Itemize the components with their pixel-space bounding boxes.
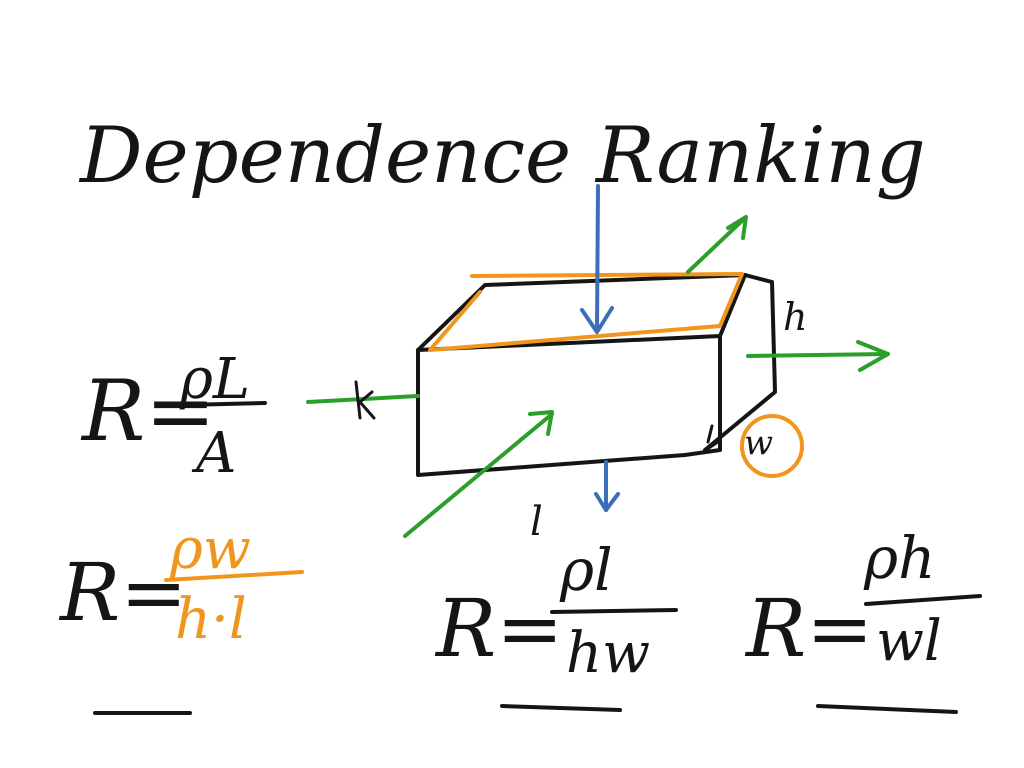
resistor-block (416, 273, 777, 477)
formula-option1-bar (164, 570, 304, 582)
current-arrow-vertical (580, 184, 620, 512)
formula-option3-numerator: ρh (863, 524, 935, 592)
formula-option1: R= ρw h·l (58, 517, 304, 715)
formula-option2: R= ρl hw (434, 536, 678, 712)
block-right-face (703, 273, 777, 452)
formula-option1-numerator: ρw (169, 517, 251, 582)
formula-option1-denominator: h·l (175, 587, 247, 652)
formula-option2-bar (550, 608, 678, 614)
page-title: Dependence Ranking (78, 111, 926, 201)
formula-general-denominator: A (191, 421, 236, 486)
rank-blank-2 (500, 704, 622, 712)
block-front-face (416, 334, 722, 477)
block-top-face (416, 273, 747, 352)
height-label: h (783, 295, 807, 339)
arrow-diagonal (403, 412, 554, 538)
formula-option2-numerator: ρl (559, 536, 613, 604)
formula-option2-denominator: hw (566, 621, 650, 686)
formula-option3-bar (864, 594, 982, 606)
width-circle (740, 414, 804, 478)
left-mark (354, 380, 376, 420)
corner-tick (706, 424, 714, 444)
formula-general: R= ρL A (80, 347, 267, 486)
top-face-highlight (428, 272, 744, 352)
formula-general-bar (182, 401, 267, 407)
formula-general-lhs: R= (80, 362, 216, 460)
formula-option1-lhs: R= (58, 546, 187, 639)
rank-blank-3 (816, 704, 958, 714)
formula-general-numerator: ρL (179, 347, 250, 412)
formula-option2-lhs: R= (434, 582, 563, 675)
length-label: l (530, 499, 543, 545)
formula-option3: R= ρh wl (744, 524, 982, 714)
arrow-up-right (686, 216, 747, 274)
formula-option3-denominator: wl (876, 609, 942, 674)
arrow-right (746, 352, 890, 358)
formula-option3-lhs: R= (744, 582, 873, 675)
